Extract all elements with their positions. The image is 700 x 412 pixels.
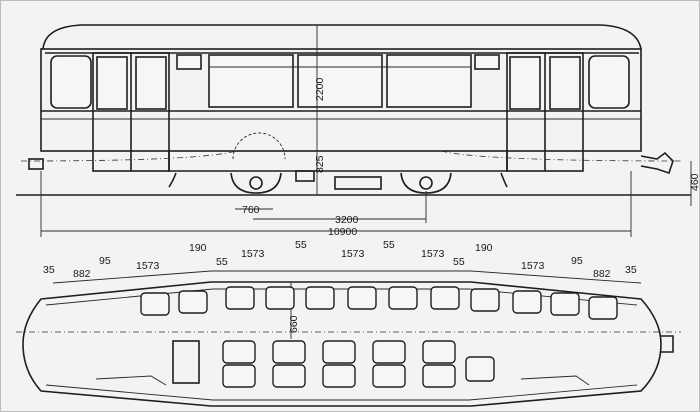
wheel-swing-arc — [232, 132, 286, 160]
seat — [465, 356, 495, 382]
conductor-seat — [172, 340, 200, 384]
seat — [372, 340, 406, 364]
seat — [322, 364, 356, 388]
plan-dim-label: 190 — [475, 242, 493, 254]
seat — [347, 286, 377, 310]
small-window-right — [474, 54, 500, 70]
coupler-left — [28, 158, 44, 170]
seat — [305, 286, 335, 310]
end-window-left — [50, 55, 92, 109]
plan-dim-label: 35 — [43, 264, 55, 276]
end-window-right — [588, 55, 630, 109]
seat — [372, 364, 406, 388]
seat — [512, 290, 542, 314]
dim-aisle-width: 660 — [288, 315, 300, 333]
seat — [265, 286, 295, 310]
door-right-window-2 — [549, 56, 581, 110]
center-line — [20, 150, 682, 162]
seat — [222, 364, 256, 388]
plan-dim-label: 55 — [216, 256, 228, 268]
bogie-right — [400, 172, 452, 194]
steps — [168, 172, 508, 188]
plan-dim-label: 190 — [189, 242, 207, 254]
plan-dim-label: 1573 — [421, 248, 445, 260]
dim-wheel-diameter: 760 — [242, 204, 260, 216]
plan-dim-label: 1573 — [341, 248, 365, 260]
plan-dim-label: 882 — [593, 268, 611, 280]
plan-dimensions: 35 882 95 1573 190 55 1573 55 1573 55 1573 55 190 157… — [43, 239, 642, 284]
plan-dim-label: 55 — [453, 256, 465, 268]
dim-height-body: 2200 — [314, 77, 326, 101]
seat — [588, 296, 618, 320]
car-body — [40, 48, 642, 152]
floor-outline — [22, 281, 662, 407]
plan-dim-label: 55 — [295, 239, 307, 251]
door-steps-plan — [95, 375, 590, 386]
plan-coupler — [661, 335, 674, 353]
dim-coupler-height: 460 — [689, 173, 700, 191]
dim-wheelbase: 3200 — [335, 214, 359, 226]
seat — [422, 364, 456, 388]
plan-dim-label: 882 — [73, 268, 91, 280]
seat — [388, 286, 418, 310]
seat — [430, 286, 460, 310]
plan-dim-label: 1573 — [521, 260, 545, 272]
track-brake — [334, 176, 382, 190]
plan-dim-line — [52, 270, 642, 284]
seat — [470, 288, 500, 312]
saloon-window-3 — [386, 54, 472, 108]
seating-layout — [140, 286, 618, 388]
roof — [42, 24, 642, 50]
saloon-window-1 — [208, 54, 294, 108]
dim-floor-height: 825 — [314, 155, 326, 173]
seat — [225, 286, 255, 310]
underframe — [168, 151, 508, 172]
saloon-window-2 — [297, 54, 383, 108]
plan-dim-label: 55 — [383, 239, 395, 251]
plan-dim-label: 1573 — [241, 248, 265, 260]
plan-dim-label: 95 — [571, 255, 583, 267]
plan-dim-label: 35 — [625, 264, 637, 276]
door-left-window-1 — [96, 56, 128, 110]
door-left-window-2 — [135, 56, 167, 110]
side-view: 2200 825 460 760 3200 10900 — [16, 24, 700, 238]
seat — [550, 292, 580, 316]
coupler-right — [640, 151, 674, 175]
seat — [140, 292, 170, 316]
seat — [178, 290, 208, 314]
bogie-left — [230, 172, 282, 194]
door-right-window-1 — [509, 56, 541, 110]
small-window-left — [176, 54, 202, 70]
seat — [272, 364, 306, 388]
plan-dim-label: 1573 — [136, 260, 160, 272]
seat — [422, 340, 456, 364]
plan-dim-label: 95 — [99, 255, 111, 267]
equipment-box — [295, 170, 315, 182]
plan-view: 660 35 882 95 1573 190 55 1573 55 1573 55 1573 55 19… — [16, 239, 681, 407]
dim-overall-length: 10900 — [328, 226, 357, 238]
seat — [222, 340, 256, 364]
seat — [322, 340, 356, 364]
seat — [272, 340, 306, 364]
